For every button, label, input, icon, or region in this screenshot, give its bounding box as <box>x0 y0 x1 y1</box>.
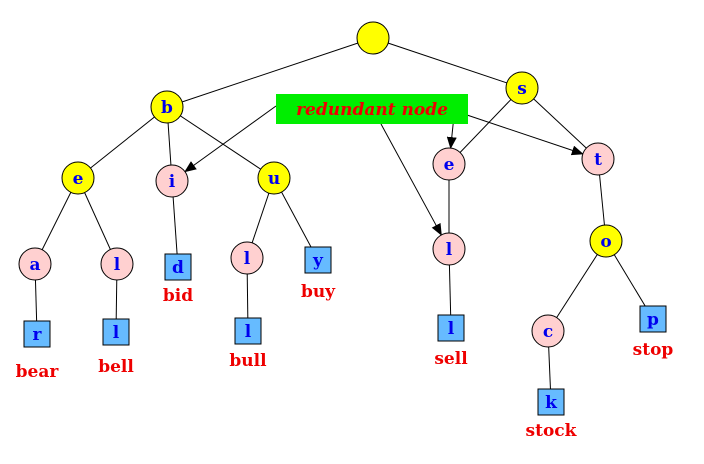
word-label-sell: sell <box>434 349 468 369</box>
arrow-to-l3 <box>380 123 442 236</box>
node-label: t <box>594 150 602 170</box>
node-circle <box>150 90 184 124</box>
node-l3: l <box>432 232 466 266</box>
node-label: s <box>517 79 527 99</box>
node-label: a <box>29 255 40 275</box>
leaf-box <box>304 246 332 274</box>
leaf-box <box>437 314 465 342</box>
node-circle <box>155 164 189 198</box>
node-circle <box>61 161 95 195</box>
node-label: d <box>172 258 184 278</box>
node-o: o <box>589 224 623 258</box>
edge-s-t <box>521 87 599 160</box>
leaf-box <box>537 388 565 416</box>
leaf-box <box>639 305 667 333</box>
word-label-bell: bell <box>98 357 134 377</box>
node-l4: l bell <box>98 318 134 377</box>
node-circle <box>100 247 134 281</box>
node-label: l <box>448 319 455 339</box>
node-circle <box>257 161 291 195</box>
node-circle <box>230 241 264 275</box>
node-label: y <box>312 251 324 271</box>
callout-box <box>276 94 468 124</box>
node-p: p stop <box>633 305 674 360</box>
node-l2: l <box>230 241 264 275</box>
node-label: l <box>446 240 453 260</box>
word-label-buy: buy <box>301 282 336 302</box>
word-label-stock: stock <box>526 421 578 441</box>
node-label: l <box>113 323 120 343</box>
node-label: b <box>161 98 173 118</box>
node-circle <box>589 224 623 258</box>
node-l5: l bull <box>229 317 267 371</box>
node-i: i <box>155 164 189 198</box>
node-label: e <box>73 169 84 189</box>
arrow-to-t <box>463 113 584 156</box>
word-label-stop: stop <box>633 340 674 360</box>
node-l1: l <box>100 247 134 281</box>
node-circle <box>432 147 466 181</box>
node-circle <box>356 21 390 55</box>
leaf-box <box>234 317 262 345</box>
node-label: o <box>600 232 611 252</box>
node-label: i <box>169 172 176 192</box>
node-circle <box>432 232 466 266</box>
node-label: r <box>33 325 43 345</box>
edge-b-e1 <box>77 106 168 179</box>
edge-s-e2 <box>448 87 523 165</box>
node-label: l <box>245 322 252 342</box>
leaf-box <box>102 318 130 346</box>
node-circle <box>18 247 52 281</box>
node-circle <box>531 314 565 348</box>
tree-nodes: b s e i u e t a l d bid l y buy l o r bear l bell l bull l sell… <box>16 21 674 441</box>
node-r: r bear <box>16 320 60 382</box>
node-u: u <box>257 161 291 195</box>
edge-root-s <box>372 37 523 89</box>
edge-b-u <box>166 106 275 179</box>
node-e2: e <box>432 147 466 181</box>
node-y: y buy <box>301 246 336 302</box>
node-k: k stock <box>526 388 578 441</box>
leaf-box <box>164 253 192 281</box>
node-s: s <box>505 71 539 105</box>
node-circle <box>505 71 539 105</box>
node-label: l <box>114 255 121 275</box>
callout-arrows <box>184 105 584 236</box>
word-label-bear: bear <box>16 362 60 382</box>
leaf-box <box>23 320 51 348</box>
node-e1: e <box>61 161 95 195</box>
node-c: c <box>531 314 565 348</box>
edge-root-b <box>166 37 374 108</box>
edge-o-c <box>547 240 607 332</box>
node-label: l <box>244 249 251 269</box>
word-label-bid: bid <box>163 286 193 306</box>
node-b: b <box>150 90 184 124</box>
node-label: p <box>647 310 659 330</box>
tree-edges <box>34 37 654 403</box>
callout-text: redundant node <box>296 100 448 120</box>
node-label: c <box>543 322 553 342</box>
node-d: d bid <box>163 253 193 306</box>
node-root <box>356 21 390 55</box>
node-label: e <box>444 155 455 175</box>
node-label: k <box>545 393 558 413</box>
arrow-to-i <box>184 105 277 173</box>
redundant-node-callout: redundant node <box>276 94 468 124</box>
node-label: u <box>268 169 280 189</box>
node-a: a <box>18 247 52 281</box>
word-label-bull: bull <box>229 351 267 371</box>
node-l6: l sell <box>434 314 468 369</box>
node-circle <box>581 142 615 176</box>
node-t: t <box>581 142 615 176</box>
